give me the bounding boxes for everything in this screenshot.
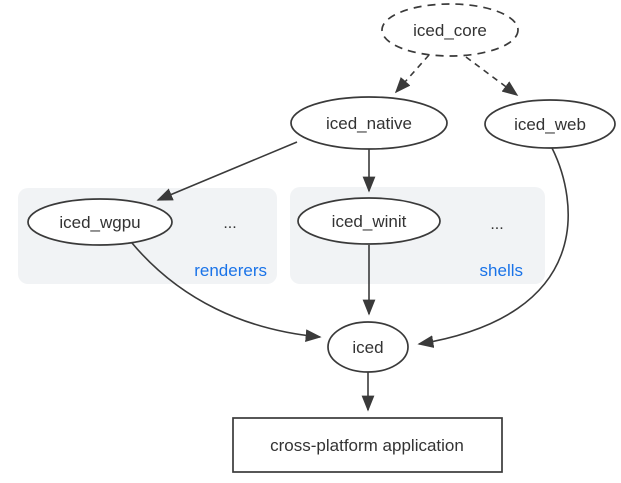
iced-core-label: iced_core	[413, 21, 487, 40]
iced-wgpu-ellipse	[27, 198, 173, 246]
iced-native-label: iced_native	[326, 114, 412, 133]
shells-ellipsis: ...	[490, 216, 503, 233]
renderers-group-label: renderers	[194, 261, 267, 280]
application-label: cross-platform application	[270, 436, 464, 455]
node-iced-web: iced_web	[484, 99, 616, 149]
shells-group-label: shells	[480, 261, 523, 280]
edge-iced-wgpu-to-iced	[131, 242, 322, 343]
node-iced-wgpu: iced_wgpu	[27, 198, 173, 246]
edge-iced-web-to-iced	[417, 147, 569, 348]
iced-label: iced	[352, 338, 383, 357]
iced-core-ellipse	[381, 3, 519, 57]
node-iced: iced	[327, 321, 409, 373]
edge-iced-core-to-iced-native	[394, 54, 430, 94]
iced-winit-ellipse	[297, 197, 441, 245]
iced-ellipse	[327, 321, 409, 373]
iced-web-ellipse	[484, 99, 616, 149]
edge-iced-core-to-iced-web	[465, 56, 519, 96]
iced-web-label: iced_web	[514, 115, 586, 134]
edge-iced-native-to-iced-wgpu	[156, 141, 298, 201]
iced-native-ellipse	[290, 96, 448, 150]
node-iced-native: iced_native	[290, 96, 448, 150]
iced-winit-label: iced_winit	[332, 212, 407, 231]
node-iced-winit: iced_winit	[297, 197, 441, 245]
node-cross-platform-application: cross-platform application	[232, 417, 503, 473]
iced-wgpu-label: iced_wgpu	[59, 213, 140, 232]
renderers-ellipsis: ...	[223, 215, 236, 232]
node-iced-core: iced_core	[381, 3, 519, 57]
application-rect	[232, 417, 503, 473]
